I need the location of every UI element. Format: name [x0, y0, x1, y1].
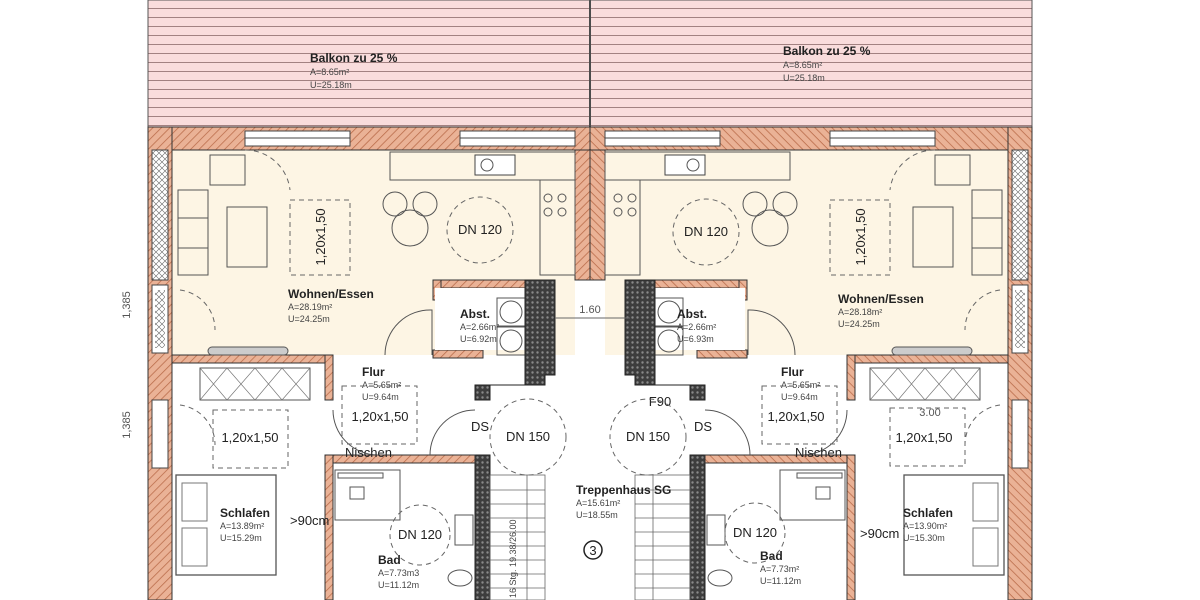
balcony-right-label: Balkon zu 25 %	[783, 44, 871, 58]
room-perimeter: U=9.64m	[781, 392, 818, 402]
room-name: Wohnen/Essen	[838, 292, 924, 306]
movement-area	[289, 199, 351, 276]
room-name: Schlafen	[903, 506, 953, 520]
stairwell-number: 3	[589, 543, 596, 558]
turning-circle	[389, 504, 451, 566]
turning-circle-label: DN 120	[684, 224, 728, 239]
turning-circle-label: DN 120	[733, 525, 777, 540]
room-area: A=5.65m²	[362, 380, 401, 390]
room-name: Flur	[362, 365, 385, 379]
fire-rating-label: F90	[649, 394, 671, 409]
shower-label: DS	[471, 419, 489, 434]
movement-area	[761, 385, 838, 445]
balcony-left-perimeter: U=25.18m	[310, 80, 352, 90]
room-name: Wohnen/Essen	[288, 287, 374, 301]
room-perimeter: U=18.55m	[576, 510, 618, 520]
room-perimeter: U=9.64m	[362, 392, 399, 402]
room-name: Treppenhaus SG	[576, 483, 671, 497]
turning-circle	[724, 502, 786, 564]
room-perimeter: U=24.25m	[838, 319, 880, 329]
room-name: Bad	[760, 549, 783, 563]
window-dimension: 1,385	[121, 411, 133, 439]
room-perimeter: U=6.93m	[677, 334, 714, 344]
room-area: A=13.89m²	[220, 521, 264, 531]
room-area: A=2.66m²	[460, 322, 499, 332]
room-perimeter: U=24.25m	[288, 314, 330, 324]
right-unit-walls	[589, 126, 1033, 600]
room-perimeter: U=6.92m	[460, 334, 497, 344]
turning-circle-label: DN 150	[626, 429, 670, 444]
movement-area	[341, 385, 418, 445]
movement-area-label: 1,20x1,50	[767, 409, 824, 424]
room-area: A=28.18m²	[838, 307, 882, 317]
movement-area-label: 1,20x1,50	[853, 208, 868, 265]
movement-area	[829, 199, 891, 276]
niches-label: Nischen	[345, 445, 392, 460]
room-name: Abst.	[460, 307, 490, 321]
movement-area-label: 1,20x1,50	[313, 208, 328, 265]
turning-circle-label: DN 120	[398, 527, 442, 542]
room-name: Schlafen	[220, 506, 270, 520]
balcony-left-label: Balkon zu 25 %	[310, 51, 398, 65]
turning-circle-label: DN 150	[506, 429, 550, 444]
movement-area-label: 1,20x1,50	[351, 409, 408, 424]
room-perimeter: U=15.29m	[220, 533, 262, 543]
room-area: A=28.19m²	[288, 302, 332, 312]
window-dimension: 1,385	[121, 291, 133, 319]
turning-circle	[489, 398, 567, 476]
room-area: A=7.73m3	[378, 568, 419, 578]
niches-label: Nischen	[795, 445, 842, 460]
movement-area-label: 1,20x1,50	[221, 430, 278, 445]
turning-circle-label: DN 120	[458, 222, 502, 237]
room-name: Bad	[378, 553, 401, 567]
dimension-label: 3.00	[919, 407, 940, 419]
left-unit-walls	[147, 126, 591, 600]
balcony-right-area: A=8.65m²	[783, 60, 822, 70]
room-perimeter: U=11.12m	[760, 576, 801, 586]
room-area: A=7.73m²	[760, 564, 799, 574]
room-name: Abst.	[677, 307, 707, 321]
room-name: Flur	[781, 365, 804, 379]
movement-area	[212, 409, 289, 469]
turning-circle	[672, 198, 740, 266]
turning-circle	[446, 196, 514, 264]
room-area: A=13.90m²	[903, 521, 947, 531]
turning-circle	[609, 398, 687, 476]
room-perimeter: U=11.12m	[378, 580, 419, 590]
stair-width-dimension: 1.60	[579, 304, 600, 316]
movement-area	[889, 407, 966, 467]
stair-label: 16 Stg. 19.38/26.00	[508, 519, 518, 598]
room-area: A=15.61m²	[576, 498, 620, 508]
movement-area-label: 1,20x1,50	[895, 430, 952, 445]
clearance-label: >90cm	[860, 526, 899, 541]
stairwell-number-marker	[583, 540, 603, 560]
room-perimeter: U=15.30m	[903, 533, 945, 543]
room-area: A=5.65m²	[781, 380, 820, 390]
balcony-right-perimeter: U=25.18m	[783, 73, 825, 83]
room-area: A=2.66m²	[677, 322, 716, 332]
balcony-left-area: A=8.65m²	[310, 67, 349, 77]
clearance-label: >90cm	[290, 513, 329, 528]
shower-label: DS	[694, 419, 712, 434]
